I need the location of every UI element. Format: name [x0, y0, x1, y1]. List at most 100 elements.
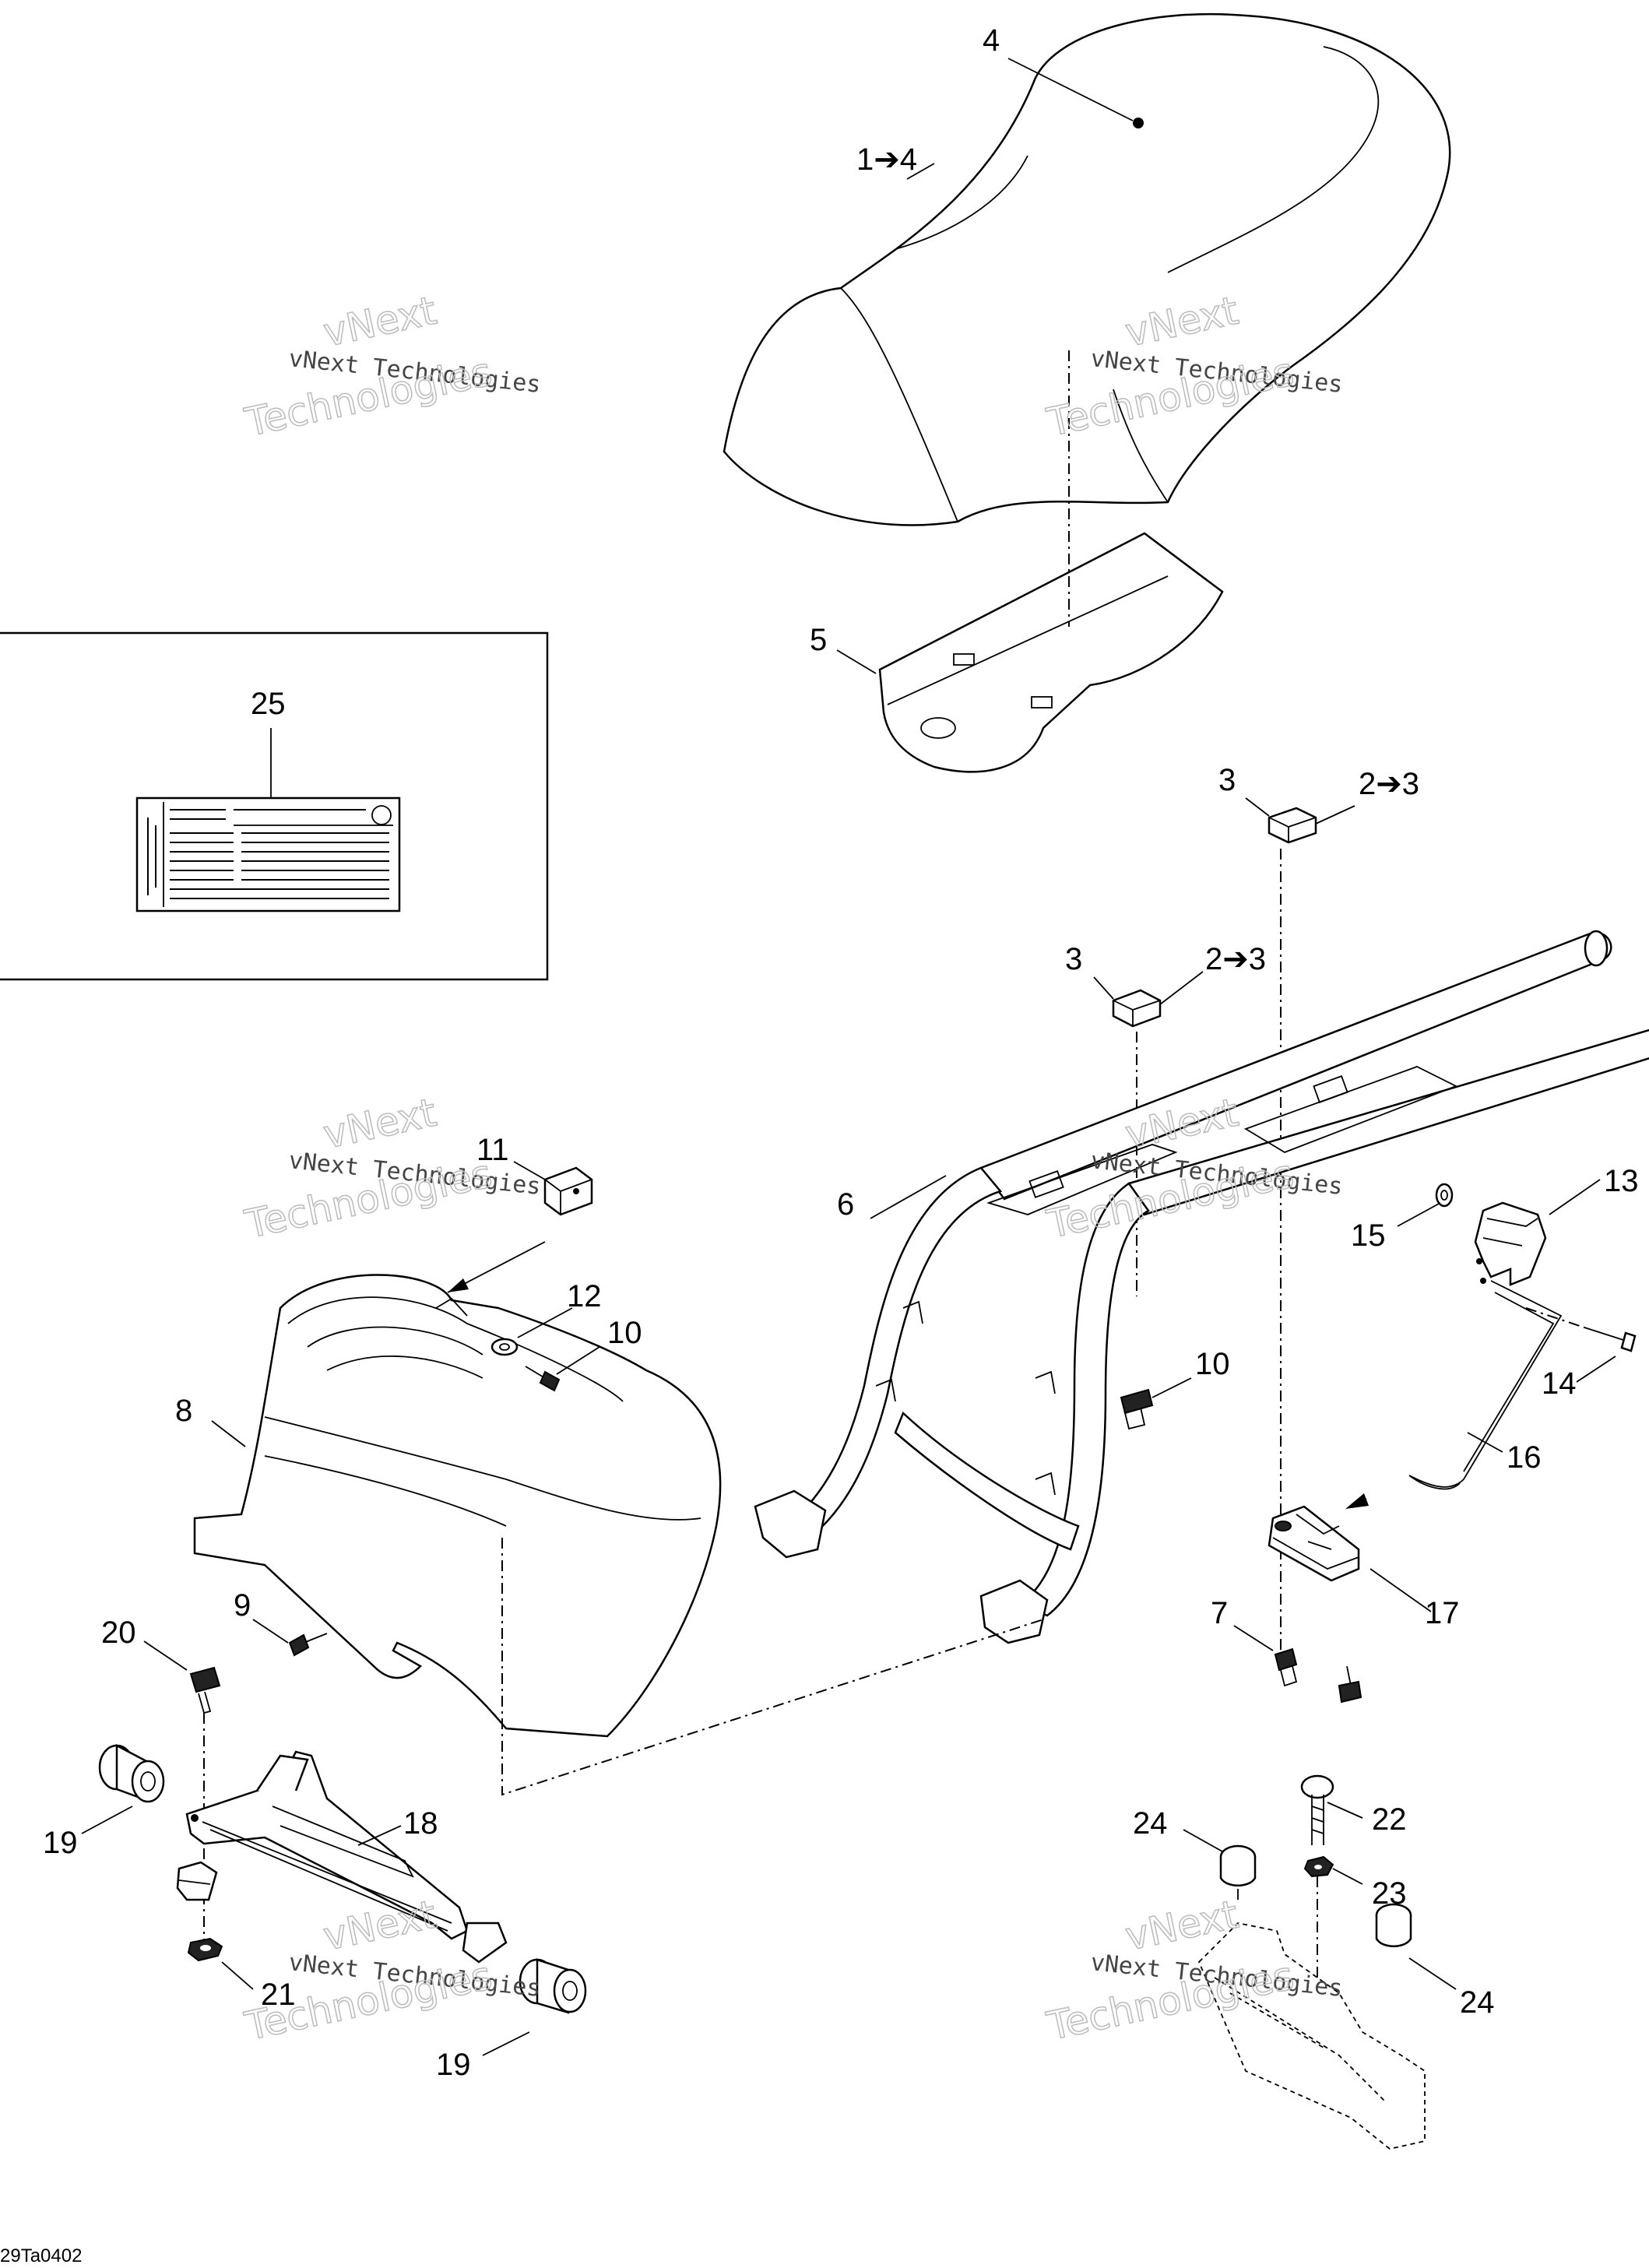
- callout-labels: 4 1➔4 5 25 3 2➔3 3 2➔3 11 12 10 6 10 13 …: [43, 23, 1639, 2082]
- callout-3a: 3: [1218, 763, 1236, 797]
- leader-6: [870, 1175, 947, 1219]
- watermark-vnext: vNext: [319, 1090, 440, 1158]
- leader-19a: [81, 1806, 133, 1834]
- bumper-24-left-part[interactable]: [1219, 1844, 1257, 1900]
- leader-22: [1327, 1802, 1363, 1819]
- axle-bracket-18-part[interactable]: [185, 1750, 508, 1964]
- watermark-vnext: vNext: [1121, 1090, 1242, 1158]
- bumper-upper-part[interactable]: [1268, 807, 1317, 844]
- callout-2to3b: 2➔3: [1205, 942, 1266, 976]
- leader-10a: [556, 1346, 600, 1375]
- washer-15-part[interactable]: [1435, 1183, 1454, 1208]
- leader-3b: [1093, 976, 1114, 1000]
- washer-12-part[interactable]: [490, 1338, 519, 1356]
- latch-handle-13-part[interactable]: [1474, 1201, 1547, 1286]
- callout-12: 12: [567, 1279, 602, 1313]
- leader-16: [1467, 1432, 1503, 1453]
- bolt-20-part[interactable]: [189, 1666, 221, 1714]
- leader-11: [513, 1161, 546, 1180]
- callout-16: 16: [1507, 1440, 1542, 1475]
- callout-6: 6: [837, 1187, 854, 1222]
- leader-12: [517, 1307, 573, 1338]
- callout-25: 25: [251, 687, 286, 721]
- bushing-19-left-part[interactable]: [98, 1743, 165, 1803]
- watermark-4: vNext vNext Technologies Technologies: [1042, 1089, 1344, 1248]
- callout-4: 4: [983, 23, 1000, 58]
- seat-part[interactable]: [723, 12, 1451, 526]
- screw-10-fairing-part[interactable]: [525, 1366, 561, 1392]
- pin-14-part[interactable]: [1525, 1307, 1637, 1352]
- leader-1to4: [906, 163, 935, 180]
- callout-18: 18: [403, 1806, 438, 1841]
- callout-5: 5: [810, 623, 827, 657]
- watermark-vnext: vNext: [319, 288, 440, 356]
- watermark-vnext: vNext: [1121, 1892, 1242, 1960]
- decal-label-part[interactable]: [135, 796, 401, 912]
- seat-frame-part[interactable]: [754, 930, 1649, 1644]
- callout-3b: 3: [1065, 942, 1082, 976]
- leader-17: [1369, 1568, 1432, 1612]
- rear-fairing-part[interactable]: [193, 1274, 722, 1738]
- callout-14: 14: [1542, 1366, 1577, 1401]
- callout-13: 13: [1604, 1164, 1639, 1198]
- footrest-part[interactable]: [1197, 1922, 1426, 2150]
- rod-16-part[interactable]: [1408, 1280, 1563, 1490]
- leader-23: [1332, 1868, 1363, 1885]
- drawing-code: 29Ta0402: [0, 2245, 82, 2266]
- leader-8: [211, 1420, 246, 1447]
- leader-24b: [1408, 1957, 1457, 1990]
- callout-23: 23: [1372, 1876, 1407, 1911]
- leader-13: [1549, 1179, 1601, 1215]
- callout-11: 11: [476, 1133, 509, 1167]
- leader-5: [836, 649, 877, 674]
- nut-21-part[interactable]: [187, 1937, 223, 1962]
- callout-24a: 24: [1133, 1806, 1168, 1841]
- leader-4: [1007, 58, 1134, 121]
- leader-3a: [1245, 797, 1270, 817]
- leader-18: [357, 1825, 402, 1846]
- watermark-5: vNext vNext Technologies Technologies: [241, 1891, 542, 2050]
- watermark-6: vNext vNext Technologies Technologies: [1042, 1891, 1344, 2050]
- callout-10a: 10: [607, 1316, 642, 1350]
- bumper-lower-part[interactable]: [1112, 989, 1162, 1028]
- leader-24a: [1183, 1829, 1223, 1852]
- callout-19a: 19: [43, 1826, 78, 1860]
- fairing-vertical-centerline: [501, 1538, 1044, 1796]
- leader-15: [1397, 1202, 1441, 1227]
- screw-10-frame-part[interactable]: [1120, 1388, 1154, 1430]
- nut-23-part[interactable]: [1303, 1855, 1334, 1878]
- spacer-11-part[interactable]: [543, 1166, 593, 1216]
- bolt-22-part[interactable]: [1300, 1774, 1334, 1845]
- bumper-24-right-part[interactable]: [1375, 1903, 1412, 1947]
- latch-base-17-part[interactable]: [1268, 1505, 1360, 1582]
- watermark-1: vNext vNext Technologies Technologies: [241, 287, 542, 446]
- callout-22: 22: [1372, 1802, 1407, 1837]
- leader-7: [1233, 1625, 1274, 1651]
- callout-24b: 24: [1460, 1985, 1495, 2020]
- leader-9: [252, 1619, 289, 1644]
- callout-21: 21: [261, 1978, 296, 2012]
- callout-9: 9: [234, 1588, 251, 1623]
- clip-part[interactable]: [176, 1861, 218, 1901]
- leader-2to3a: [1315, 805, 1355, 825]
- callout-7: 7: [1211, 1596, 1228, 1630]
- callout-17: 17: [1425, 1596, 1460, 1630]
- bushing-19-right-part[interactable]: [519, 1958, 587, 2014]
- leader-10b: [1151, 1377, 1192, 1398]
- watermark-vnext: vNext: [319, 1892, 440, 1960]
- seat-base-part[interactable]: [878, 532, 1224, 773]
- watermark-3: vNext vNext Technologies Technologies: [241, 1089, 542, 1248]
- callout-2to3a: 2➔3: [1359, 767, 1419, 801]
- callout-8: 8: [175, 1394, 192, 1428]
- screw-7b-part[interactable]: [1338, 1665, 1362, 1704]
- callout-10b: 10: [1195, 1347, 1230, 1381]
- leader-19b: [482, 2031, 530, 2056]
- leader-20: [143, 1640, 188, 1671]
- screw-9-part[interactable]: [288, 1633, 328, 1657]
- callout-20: 20: [101, 1616, 136, 1650]
- callout-15: 15: [1351, 1218, 1386, 1253]
- callout-19b: 19: [436, 2048, 471, 2082]
- screw-7a-part[interactable]: [1274, 1647, 1298, 1687]
- leader-14: [1576, 1356, 1616, 1383]
